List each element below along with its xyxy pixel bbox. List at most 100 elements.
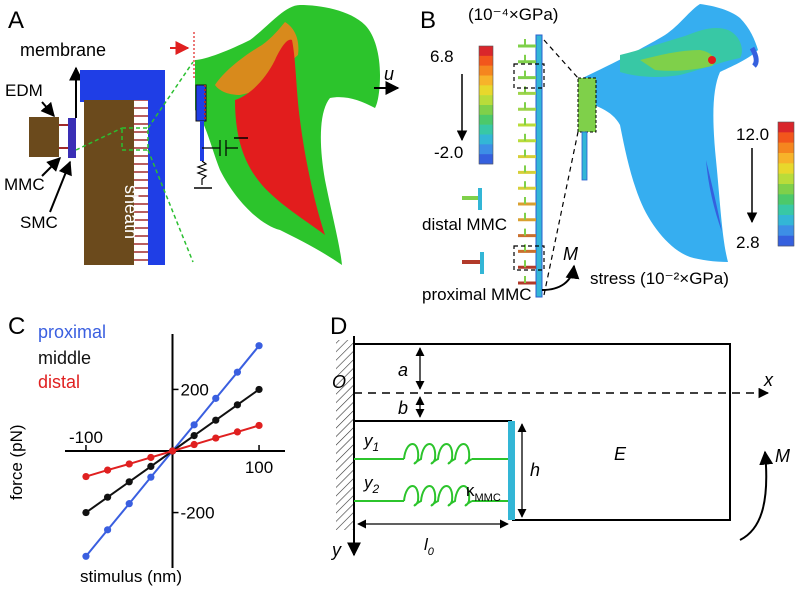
data-point-middle bbox=[82, 508, 90, 517]
zoom-box-b bbox=[577, 77, 597, 133]
colorbar-2 bbox=[777, 121, 795, 247]
spring-coil bbox=[403, 485, 473, 507]
x-axis-label: stimulus (nm) bbox=[80, 567, 182, 586]
modulus-label: E bbox=[614, 444, 627, 464]
colorbar-swatch bbox=[778, 142, 794, 154]
y-axis-label: force (pN) bbox=[7, 424, 26, 500]
legend-middle: middle bbox=[38, 348, 91, 368]
colorbar-swatch bbox=[778, 132, 794, 143]
colorbar-swatch bbox=[778, 204, 794, 216]
data-point-middle bbox=[147, 462, 155, 470]
colorbar-swatch bbox=[778, 235, 794, 247]
zoom-box-a bbox=[121, 127, 149, 151]
x-label-d: x bbox=[763, 370, 774, 390]
proximal-mmc-label: proximal MMC bbox=[422, 285, 532, 304]
colorbar-swatch bbox=[479, 105, 493, 116]
b-label: b bbox=[398, 398, 408, 418]
mmc-ladder bbox=[518, 34, 543, 298]
data-point-middle bbox=[255, 385, 263, 394]
smc-arrow bbox=[49, 160, 72, 213]
legend-distal: distal bbox=[38, 372, 80, 392]
colorbar-swatch bbox=[778, 173, 794, 185]
data-point-middle bbox=[233, 401, 242, 409]
colorbar-swatch bbox=[778, 153, 794, 164]
data-point-distal bbox=[168, 447, 177, 455]
data-point-distal bbox=[233, 428, 242, 436]
data-point-distal bbox=[212, 434, 220, 442]
origin-label: O bbox=[332, 372, 346, 392]
edm-block bbox=[29, 117, 59, 157]
colorbar-swatch bbox=[479, 154, 493, 165]
data-point-middle bbox=[103, 493, 112, 501]
y2-label: y2 bbox=[363, 473, 380, 496]
edm-arrow bbox=[40, 101, 55, 118]
colorbar-swatch bbox=[479, 65, 493, 76]
damper-a bbox=[202, 140, 238, 156]
panel-c-letter: C bbox=[8, 313, 25, 340]
data-point-distal bbox=[255, 421, 263, 430]
colorbar-swatch bbox=[479, 85, 493, 96]
x-tick-label: 100 bbox=[245, 458, 273, 477]
mmc-arrow bbox=[41, 157, 61, 177]
data-point-middle bbox=[212, 416, 220, 424]
distal-mmc-icon bbox=[462, 188, 482, 210]
colorbar-swatch bbox=[479, 114, 493, 125]
sheath-label: sheath bbox=[121, 185, 141, 239]
panel-d: D y x O a b y1 y2 κMMC h l0 E M bbox=[330, 313, 790, 560]
colorbar-swatch bbox=[778, 225, 794, 236]
x-tick-label: -100 bbox=[69, 428, 103, 447]
l0-label: l0 bbox=[424, 535, 435, 558]
colorbar-swatch bbox=[479, 75, 493, 86]
mmc-plate bbox=[508, 421, 515, 520]
kappa-label: κMMC bbox=[466, 481, 501, 504]
moment-label-d: M bbox=[775, 446, 790, 466]
stress-hotspot bbox=[708, 56, 716, 64]
stress-band-2 bbox=[640, 50, 715, 71]
data-point-distal bbox=[82, 472, 90, 481]
smc-stripes bbox=[134, 100, 148, 265]
data-point-proximal bbox=[82, 552, 90, 560]
zoom-box-distal bbox=[513, 63, 545, 89]
data-point-proximal bbox=[212, 394, 220, 402]
colorbar-1 bbox=[478, 45, 494, 165]
h-label: h bbox=[530, 460, 540, 480]
colorbar-swatch bbox=[778, 163, 794, 174]
colorbar-swatch bbox=[479, 46, 493, 57]
fixed-wall bbox=[336, 340, 354, 530]
data-point-proximal bbox=[190, 421, 198, 429]
beam-outline bbox=[354, 343, 731, 521]
panel-b: B (10⁻⁴×GPa) 6.8 -2.0 distal MMC proxima… bbox=[420, 4, 795, 304]
colorbar-swatch bbox=[479, 144, 493, 155]
scale1-min: -2.0 bbox=[434, 143, 463, 162]
y-tick-label: -200 bbox=[181, 504, 215, 523]
hair-cell-red bbox=[235, 39, 325, 235]
proximal-mmc-icon bbox=[462, 252, 484, 274]
membrane-label: membrane bbox=[20, 40, 106, 60]
distal-mmc-label: distal MMC bbox=[422, 215, 507, 234]
u-label: u bbox=[384, 64, 394, 84]
unit-top-label: (10⁻⁴×GPa) bbox=[468, 5, 558, 24]
data-point-proximal bbox=[233, 368, 242, 376]
colorbar-swatch bbox=[479, 55, 493, 66]
colorbar-swatch bbox=[778, 184, 794, 195]
legend-proximal: proximal bbox=[38, 322, 106, 342]
moment-label-b: M bbox=[563, 244, 578, 264]
colorbar-swatch bbox=[778, 215, 794, 226]
data-point-distal bbox=[190, 440, 198, 449]
panel-d-letter: D bbox=[330, 313, 347, 340]
colorbar-swatch bbox=[479, 124, 493, 135]
colorbar-swatch bbox=[778, 122, 794, 133]
mmc-springs bbox=[354, 443, 508, 507]
colorbar-swatch bbox=[778, 194, 794, 205]
moment-arrow-d bbox=[739, 450, 774, 541]
data-point-distal bbox=[103, 466, 112, 474]
mmc-label: MMC bbox=[4, 175, 45, 194]
scale2-max: 12.0 bbox=[736, 125, 769, 144]
panel-b-letter: B bbox=[420, 7, 436, 34]
data-point-proximal bbox=[125, 500, 133, 508]
colorbar-swatch bbox=[479, 95, 493, 106]
y1-label: y1 bbox=[363, 431, 379, 454]
spring-a bbox=[196, 160, 208, 185]
data-point-middle bbox=[190, 432, 198, 440]
